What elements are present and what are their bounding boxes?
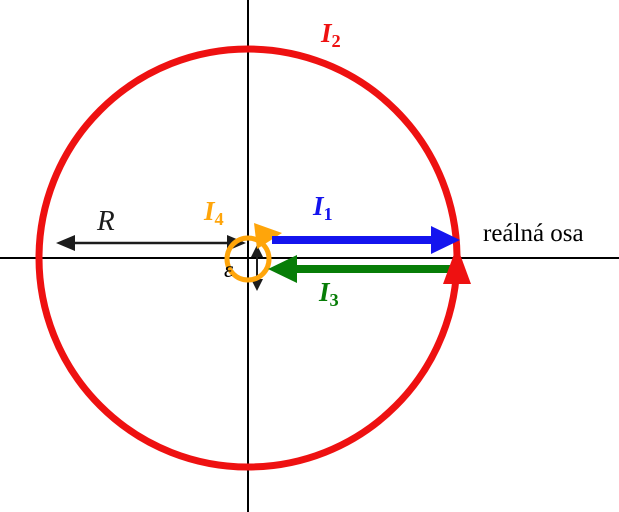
label-I2-subscript: 2: [331, 31, 341, 52]
epsilon-arrowhead-down-icon: [251, 279, 263, 291]
epsilon-arrowhead-up-icon: [251, 245, 263, 257]
label-I3-subscript: 3: [329, 290, 339, 311]
label-I3-base: I: [319, 277, 330, 307]
label-I2-base: I: [321, 18, 332, 48]
label-I4-base: I: [204, 196, 215, 226]
real-axis-label: reálná osa: [483, 220, 584, 247]
radius-arrowhead-left-icon: [56, 235, 75, 251]
contour-direction-arrowhead-icon: [443, 246, 471, 284]
segment-I3-arrowhead-icon: [268, 255, 297, 283]
label-I1-subscript: 1: [323, 204, 333, 225]
small-indent-circle: [224, 235, 272, 283]
label-epsilon: ε: [224, 257, 234, 282]
label-I3: I3: [319, 277, 339, 310]
segment-I1-arrowhead-icon: [431, 226, 460, 254]
label-I4: I4: [204, 196, 224, 229]
label-I1: I1: [313, 191, 333, 224]
label-I4-subscript: 4: [214, 209, 224, 230]
small-circle-direction-arrowhead-icon: [254, 223, 282, 249]
label-radius-R: R: [97, 205, 115, 237]
label-I2: I2: [321, 18, 341, 51]
label-I1-base: I: [313, 191, 324, 221]
